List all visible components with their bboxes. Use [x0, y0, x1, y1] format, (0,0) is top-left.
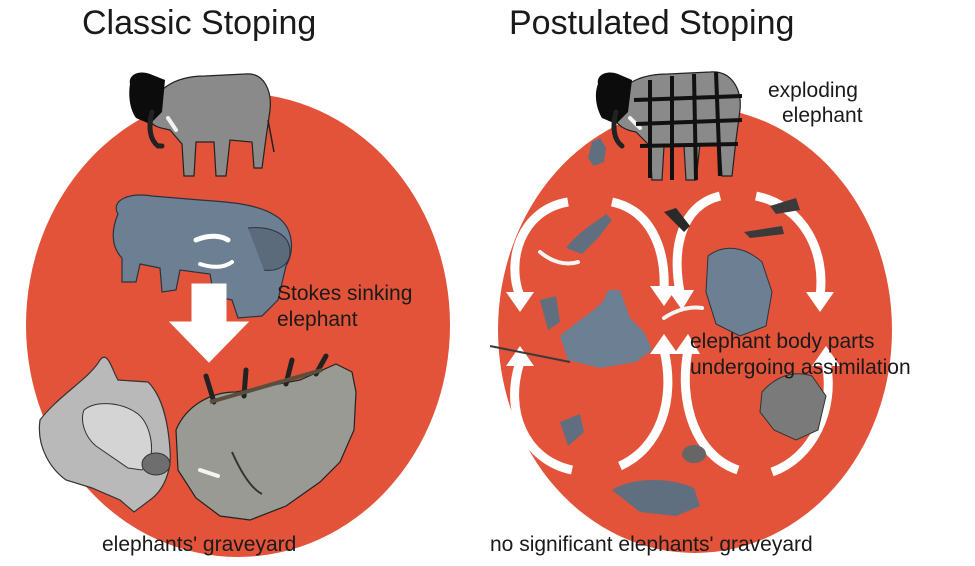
body-parts-label-line1: elephant body parts: [690, 331, 874, 353]
stokes-sinking-label-line2: elephant: [277, 309, 358, 331]
classic-caption: elephants' graveyard: [102, 534, 296, 556]
classic-stoping-title: Classic Stoping: [82, 6, 316, 42]
stokes-sinking-label-line1: Stokes sinking: [277, 283, 412, 305]
postulated-caption: no significant elephants' graveyard: [490, 534, 813, 556]
exploding-label-line2: elephant: [782, 105, 863, 127]
body-parts-label-line2: undergoing assimilation: [690, 357, 911, 379]
exploding-label-line1: exploding: [768, 80, 858, 102]
postulated-stoping-title: Postulated Stoping: [509, 6, 794, 42]
